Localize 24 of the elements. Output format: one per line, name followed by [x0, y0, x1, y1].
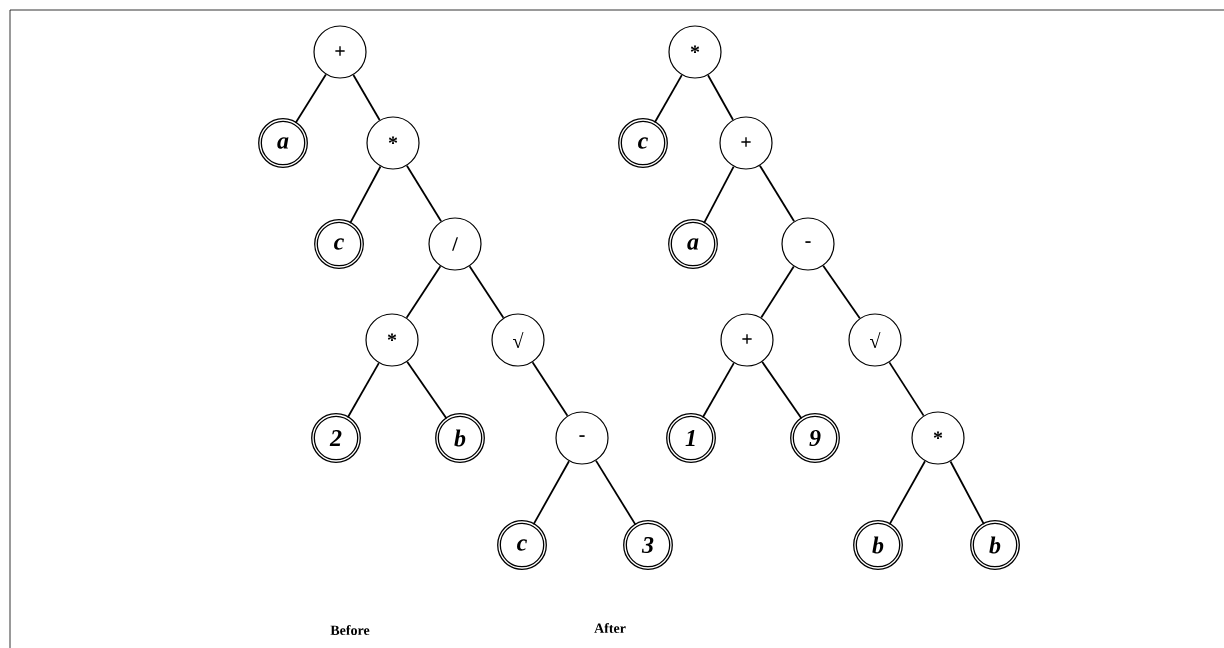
- tree-branch: [759, 164, 795, 223]
- tree-branch: [406, 164, 442, 223]
- tree-branch: [406, 360, 448, 420]
- tree-branch: [949, 460, 985, 525]
- caption: Before: [330, 625, 370, 635]
- tree-branch: [595, 459, 637, 526]
- tree-branch: [760, 265, 795, 319]
- tree-branch: [703, 165, 735, 224]
- tree-branch: [531, 361, 569, 417]
- tree-branch: [468, 265, 505, 319]
- caption: After: [594, 623, 626, 633]
- tree-branch: [822, 264, 861, 320]
- tree-branch: [761, 360, 803, 420]
- tree-branch: [707, 74, 734, 121]
- tree-branch: [653, 74, 683, 124]
- tree-branch: [888, 361, 925, 417]
- tree-branch: [346, 362, 380, 419]
- tree-branch: [888, 460, 926, 526]
- tree-branch: [405, 265, 442, 319]
- tree-branch: [349, 165, 382, 225]
- tree-branch: [701, 362, 735, 419]
- tree-branch: [294, 73, 327, 124]
- tree-branch: [352, 74, 381, 121]
- tree-branch: [532, 460, 570, 526]
